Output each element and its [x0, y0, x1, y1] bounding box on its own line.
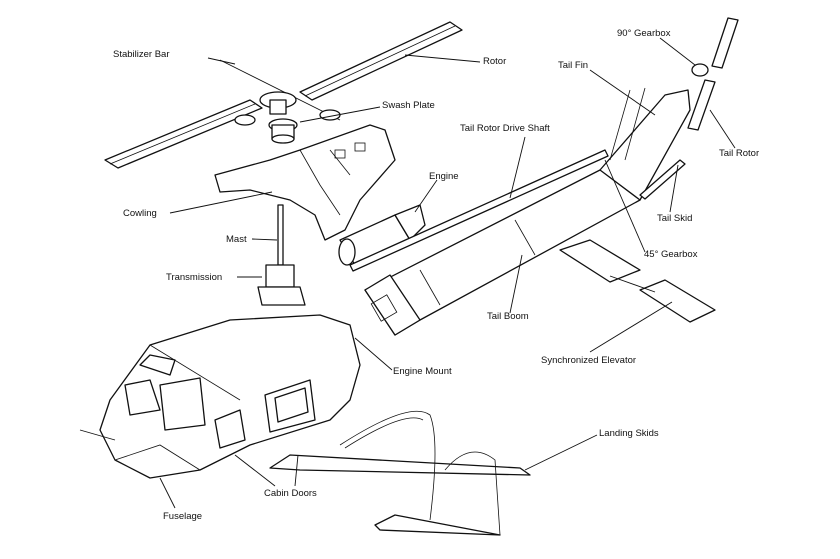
label-swash-plate: Swash Plate — [382, 100, 435, 111]
label-90-gearbox: 90° Gearbox — [617, 28, 671, 39]
swash-plate — [268, 118, 298, 144]
label-45-gearbox: 45° Gearbox — [644, 249, 698, 260]
synchronized-elevator — [559, 239, 716, 323]
tail-fin — [599, 87, 691, 201]
label-engine: Engine — [429, 171, 459, 182]
label-landing-skids: Landing Skids — [599, 428, 659, 439]
label-transmission: Transmission — [166, 272, 222, 283]
leader-lines — [159, 37, 736, 509]
transmission — [257, 264, 306, 306]
label-stabilizer-bar: Stabilizer Bar — [113, 49, 170, 60]
label-fuselage: Fuselage — [163, 511, 202, 522]
label-tail-rotor-drive-shaft: Tail Rotor Drive Shaft — [460, 123, 550, 134]
label-mast: Mast — [226, 234, 247, 245]
label-rotor: Rotor — [483, 56, 506, 67]
tail-rotor-drive-shaft — [349, 149, 609, 272]
main-rotor — [104, 21, 463, 169]
label-synchronized-elevator: Synchronized Elevator — [541, 355, 636, 366]
label-tail-boom: Tail Boom — [487, 311, 529, 322]
fuselage — [79, 314, 361, 479]
cowling — [214, 124, 396, 241]
tail-rotor — [687, 17, 739, 131]
label-cowling: Cowling — [123, 208, 157, 219]
landing-skids — [269, 410, 531, 536]
label-cabin-doors: Cabin Doors — [264, 488, 317, 499]
label-tail-fin: Tail Fin — [558, 60, 588, 71]
label-tail-rotor: Tail Rotor — [719, 148, 759, 159]
label-tail-skid: Tail Skid — [657, 213, 692, 224]
engine — [338, 204, 426, 266]
label-engine-mount: Engine Mount — [393, 366, 452, 377]
mast — [277, 204, 284, 266]
